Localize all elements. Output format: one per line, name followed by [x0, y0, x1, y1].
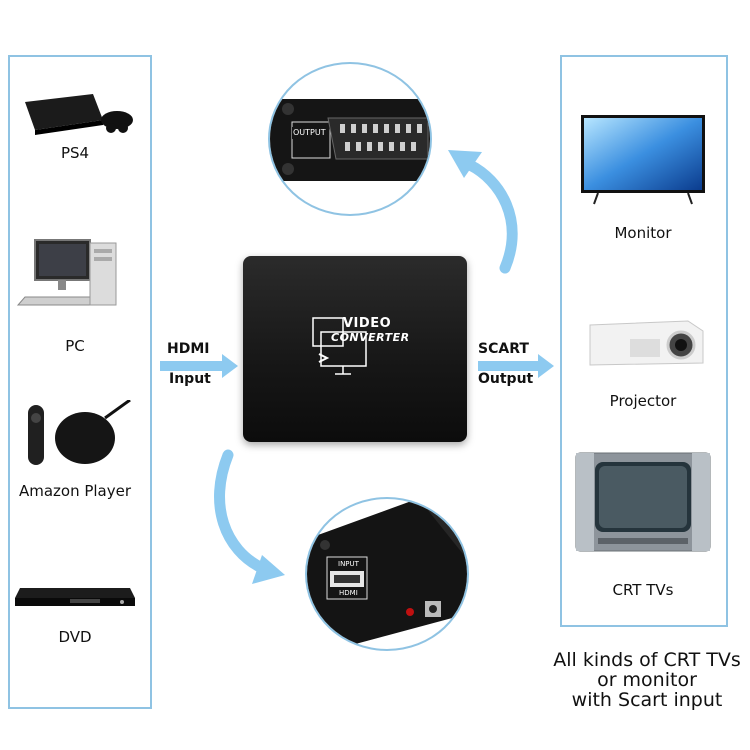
device-label: CRT TVs — [612, 581, 674, 599]
scart-port-icon — [270, 99, 430, 181]
curved-arrow-up — [464, 159, 518, 274]
crt-tv-icon — [575, 452, 711, 552]
dc-port-label: DC — [419, 628, 430, 636]
device-ps4: PS4 — [10, 90, 140, 162]
hdmi-label: HDMI — [167, 341, 210, 357]
output-label: Output — [478, 371, 534, 387]
converter-title: VIDEO — [343, 316, 392, 331]
device-pc: PC — [10, 235, 140, 355]
desktop-pc-icon — [16, 239, 117, 306]
input-label: Input — [169, 371, 211, 387]
device-projector: Projector — [562, 315, 724, 410]
monitor-icon — [581, 115, 705, 205]
converter-logo-icon — [312, 317, 367, 375]
device-crt-tv: CRT TVs — [562, 450, 724, 599]
device-amazon-player: Amazon Player — [10, 398, 140, 500]
caption-line-3: with Scart input — [571, 689, 723, 711]
ps4-console-icon — [25, 94, 133, 135]
caption-line-2: or monitor — [597, 669, 697, 691]
dvd-player-icon — [15, 588, 135, 606]
compatibility-caption: All kinds of CRT TVs or monitor with Sca… — [552, 650, 742, 710]
scart-port-detail: OUTPUT — [268, 62, 432, 216]
device-label: Amazon Player — [18, 482, 132, 500]
device-label: Projector — [609, 392, 677, 410]
hdmi-port-detail: INPUT HDMI DC — [305, 497, 469, 651]
output-arrow — [478, 354, 554, 378]
device-dvd: DVD — [10, 580, 140, 646]
hdmi-port-icon — [307, 499, 467, 649]
caption-line-1: All kinds of CRT TVs — [553, 649, 741, 671]
device-label: PS4 — [60, 144, 90, 162]
projector-icon — [589, 320, 704, 366]
device-label: Monitor — [614, 224, 672, 242]
converter-subtitle: CONVERTER — [331, 331, 410, 344]
device-monitor: Monitor — [562, 110, 724, 242]
device-label: PC — [65, 337, 85, 355]
streaming-player-icon — [28, 398, 131, 465]
hdmi-port-label: HDMI — [339, 589, 358, 597]
input-arrow — [160, 354, 238, 378]
input-port-label: INPUT — [338, 560, 359, 568]
curved-arrow-down — [214, 449, 268, 574]
output-port-label: OUTPUT — [293, 128, 326, 137]
device-label: DVD — [58, 628, 92, 646]
video-converter-box: VIDEO CONVERTER — [243, 256, 467, 442]
scart-label: SCART — [478, 341, 529, 357]
